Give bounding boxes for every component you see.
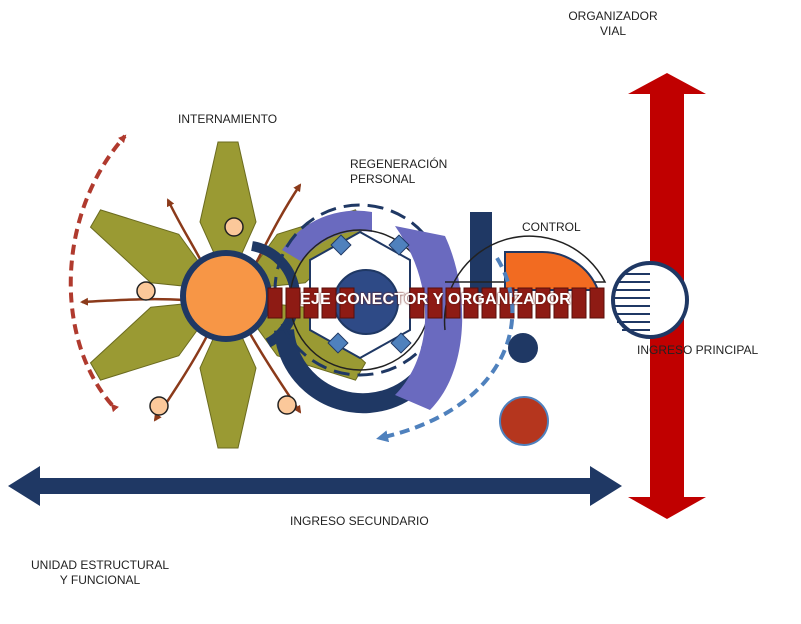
navy-node — [508, 333, 538, 363]
internamiento-circulation-arrow — [68, 134, 127, 413]
dark-red-node — [499, 396, 549, 446]
navy-bar — [470, 212, 492, 296]
regeneracion-circulation-arrow — [376, 256, 515, 443]
ingreso-principal-label: INGRESO PRINCIPAL — [637, 343, 759, 357]
control-label: CONTROL — [522, 220, 581, 234]
ingreso-principal-node — [611, 261, 689, 339]
internamiento-hub — [180, 250, 272, 342]
ingreso-secundario-label: INGRESO SECUNDARIO — [290, 514, 429, 528]
eje-conector-label: EJE CONECTOR Y ORGANIZADOR — [300, 291, 572, 308]
eje-conector-chain — [267, 287, 605, 319]
peach-nodes — [136, 217, 297, 416]
unidad-estructural-label: UNIDAD ESTRUCTURAL Y FUNCIONAL — [30, 558, 169, 587]
regeneracion-personal-label: REGENERACIÓN PERSONAL — [350, 157, 448, 186]
organizador-vial-label: ORGANIZADOR VIAL — [568, 9, 658, 38]
ingreso-secundario-arrow — [8, 466, 622, 506]
internamiento-label: INTERNAMIENTO — [178, 112, 278, 126]
